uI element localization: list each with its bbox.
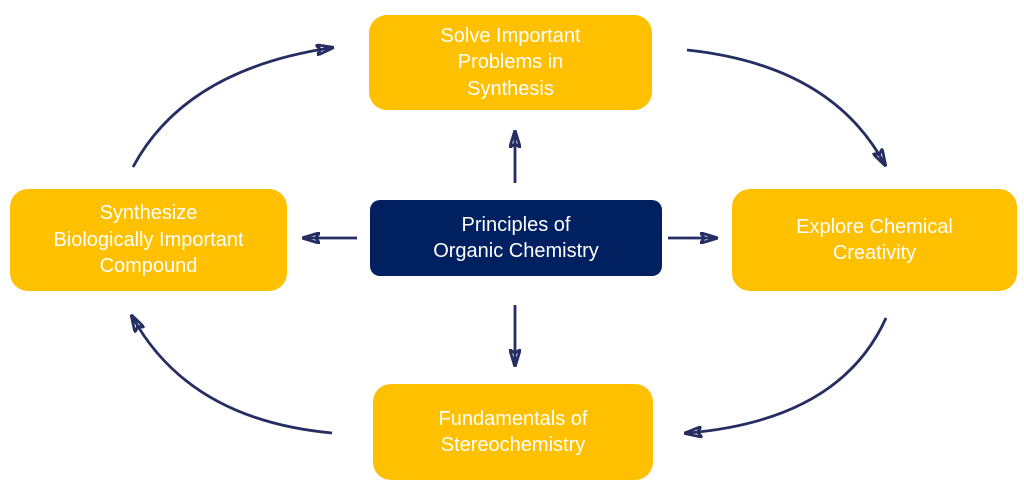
node-fundamentals-of-stereochemistry: Fundamentals of Stereochemistry (373, 384, 653, 480)
arrow-right-to-bottom (688, 317, 888, 433)
node-solve-important-problems: Solve Important Problems in Synthesis (369, 15, 652, 110)
node-explore-chemical-creativity: Explore Chemical Creativity (732, 189, 1017, 291)
arrow-bottom-to-left (133, 318, 333, 435)
arrow-left-to-top (131, 48, 330, 168)
node-principles-of-organic-chemistry: Principles of Organic Chemistry (370, 200, 662, 276)
node-synthesize-biologically-important-compound: Synthesize Biologically Important Compou… (10, 189, 287, 291)
arrow-top-to-right (686, 48, 884, 163)
